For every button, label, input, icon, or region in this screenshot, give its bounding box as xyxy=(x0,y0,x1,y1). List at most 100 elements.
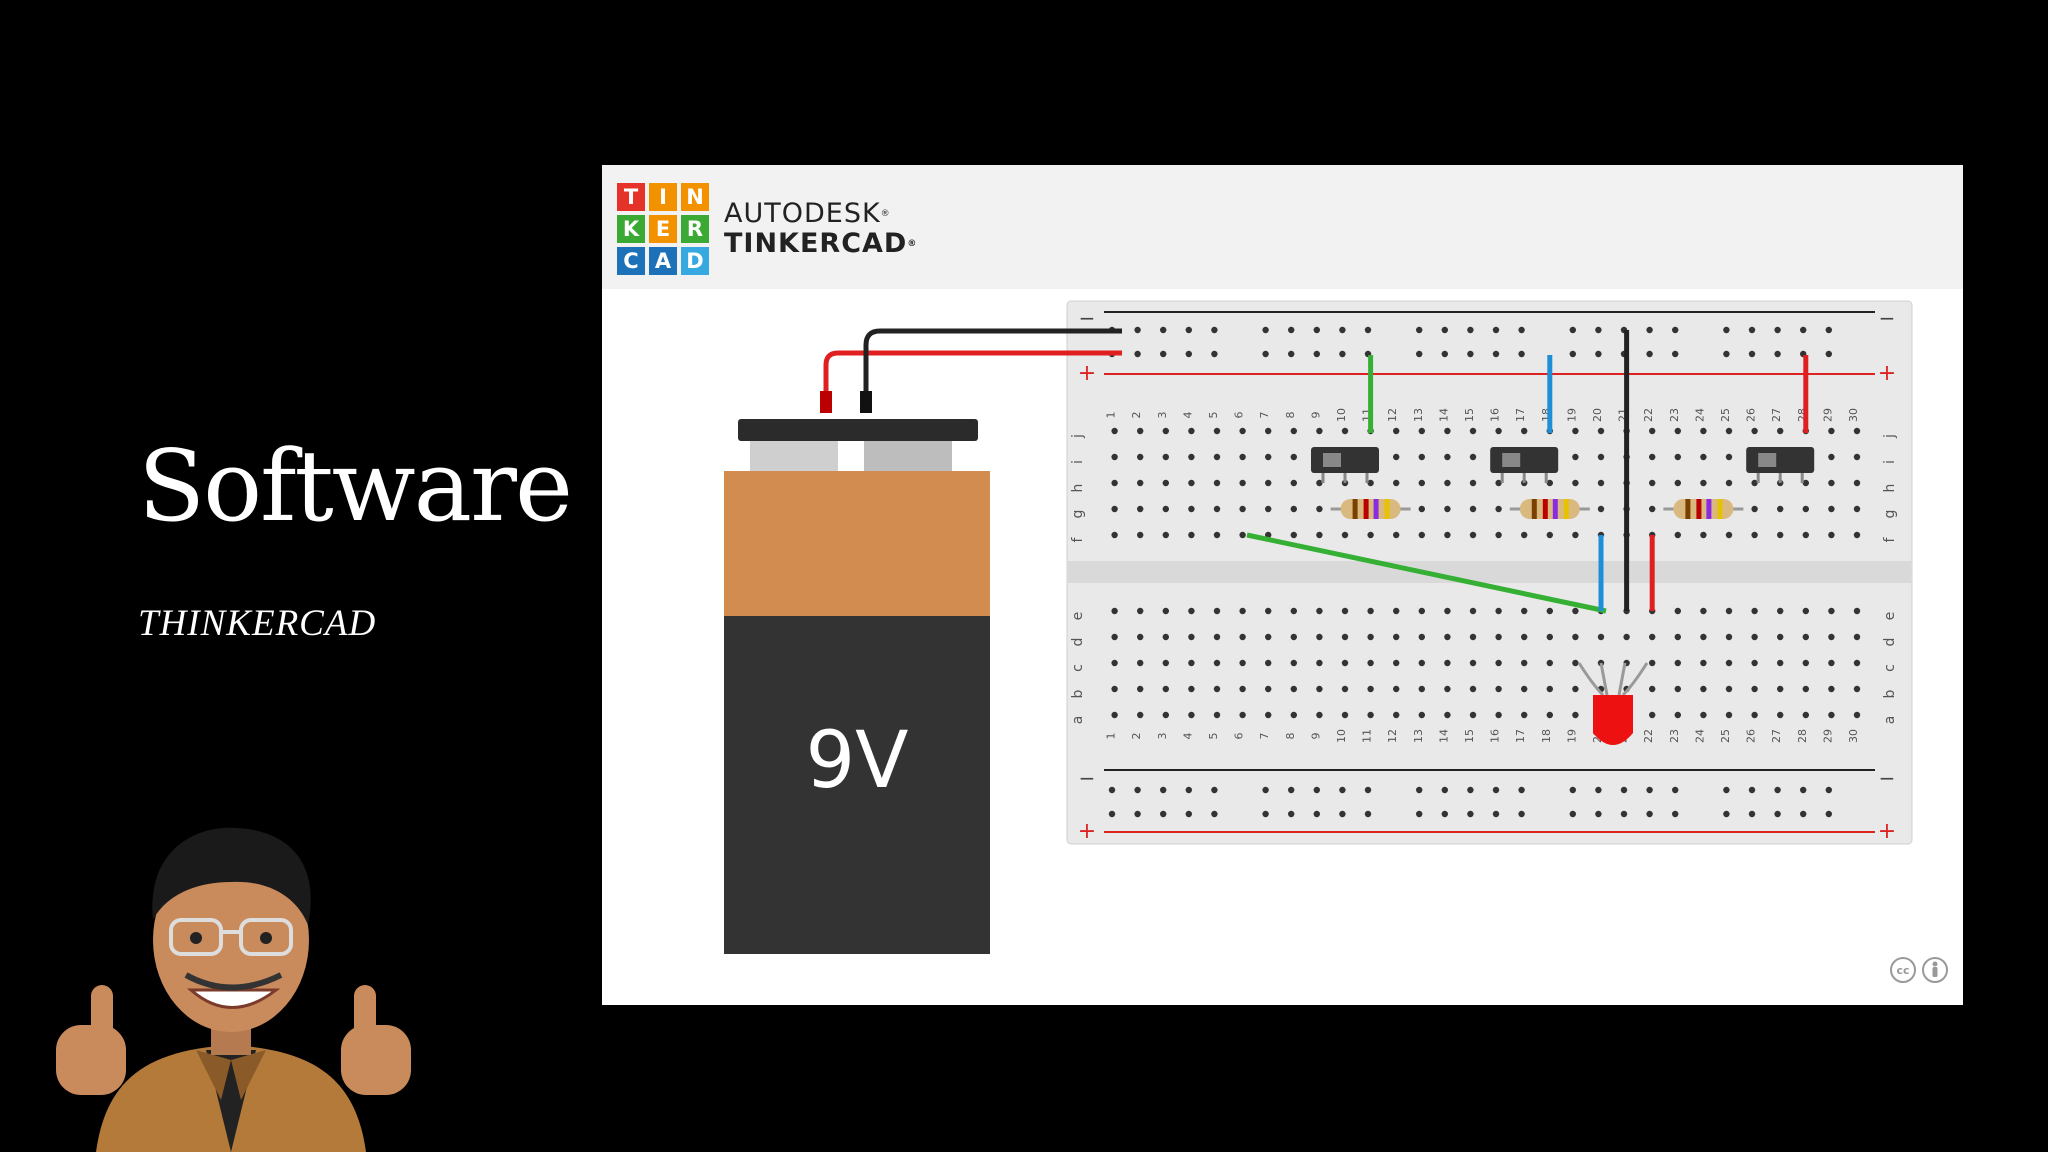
breadboard-hole xyxy=(1751,505,1758,513)
column-number: 5 xyxy=(1207,733,1220,740)
breadboard-hole xyxy=(1469,453,1477,461)
breadboard-hole xyxy=(1188,607,1195,615)
row-label: a xyxy=(1070,716,1086,725)
breadboard-hole xyxy=(1725,453,1733,461)
trademark-mark: ® xyxy=(880,209,891,219)
breadboard-hole xyxy=(1239,531,1246,539)
breadboard-hole xyxy=(1188,659,1195,667)
column-number: 25 xyxy=(1719,408,1732,422)
breadboard-hole xyxy=(1290,479,1297,487)
breadboard-hole xyxy=(1828,607,1835,615)
breadboard-hole xyxy=(1239,453,1246,461)
thumbs-up-right-icon xyxy=(341,985,411,1095)
breadboard-hole xyxy=(1700,453,1707,461)
rail-hole xyxy=(1288,810,1295,818)
column-number: 4 xyxy=(1181,733,1194,740)
breadboard-hole xyxy=(1239,427,1246,435)
rail-hole xyxy=(1339,786,1346,794)
breadboard-hole xyxy=(1725,479,1733,487)
rail-hole xyxy=(1262,786,1269,794)
breadboard-hole xyxy=(1239,711,1246,719)
breadboard-hole xyxy=(1367,685,1374,693)
rail-hole xyxy=(1211,326,1218,334)
breadboard-hole xyxy=(1316,607,1323,615)
logo-tile: T xyxy=(617,183,645,211)
rail-hole xyxy=(1441,350,1448,358)
rail-plus-label: + xyxy=(1878,819,1896,844)
rail-hole xyxy=(1416,810,1423,818)
breadboard-hole xyxy=(1802,685,1810,693)
breadboard-hole xyxy=(1469,607,1477,615)
breadboard-hole xyxy=(1265,607,1272,615)
breadboard-hole xyxy=(1469,531,1477,539)
breadboard-hole xyxy=(1674,427,1682,435)
cc-icon: cc xyxy=(1890,957,1916,983)
rail-hole xyxy=(1492,350,1500,358)
breadboard-hole xyxy=(1802,659,1810,667)
logo-tile: C xyxy=(617,247,645,275)
breadboard-hole xyxy=(1418,607,1425,615)
column-number: 24 xyxy=(1693,729,1706,743)
rail-hole xyxy=(1441,326,1448,334)
row-label: c xyxy=(1070,664,1086,672)
breadboard-hole xyxy=(1290,505,1297,513)
breadboard-hole xyxy=(1828,479,1835,487)
breadboard-hole xyxy=(1111,659,1118,667)
breadboard-hole xyxy=(1444,607,1451,615)
rail-hole xyxy=(1185,810,1192,818)
resistor-band xyxy=(1706,499,1712,519)
slide-switch-knob xyxy=(1502,453,1521,467)
breadboard-hole xyxy=(1521,659,1528,667)
column-number: 23 xyxy=(1668,408,1681,422)
rail-hole xyxy=(1672,810,1679,818)
rail-hole xyxy=(1211,350,1218,358)
breadboard-hole xyxy=(1700,633,1707,641)
rail-hole xyxy=(1748,810,1756,818)
breadboard-hole xyxy=(1469,711,1477,719)
breadboard-hole xyxy=(1725,659,1733,667)
person-icon xyxy=(1922,957,1948,983)
rail-hole xyxy=(1518,810,1525,818)
rail-hole xyxy=(1774,810,1781,818)
breadboard-hole xyxy=(1725,711,1733,719)
breadboard-hole xyxy=(1137,711,1144,719)
battery-label: 9V xyxy=(806,716,909,806)
rail-plus-label: + xyxy=(1078,819,1096,844)
breadboard-hole xyxy=(1316,531,1323,539)
breadboard-hole xyxy=(1213,659,1221,667)
rail-hole xyxy=(1800,786,1807,794)
rail-hole xyxy=(1595,350,1602,358)
breadboard-hole xyxy=(1367,607,1374,615)
breadboard-hole xyxy=(1418,531,1425,539)
rgb-led xyxy=(1593,695,1633,745)
rail-hole xyxy=(1108,810,1116,818)
row-label: b xyxy=(1070,689,1086,698)
rail-hole xyxy=(1774,786,1781,794)
column-number: 27 xyxy=(1770,408,1783,422)
breadboard-hole xyxy=(1853,711,1861,719)
circuit-canvas: 9V−+−+−+−+112233445566778899101011111212… xyxy=(724,300,1913,954)
breadboard-hole xyxy=(1444,531,1451,539)
breadboard-hole xyxy=(1341,607,1349,615)
slide-switch xyxy=(1311,447,1379,473)
breadboard-hole xyxy=(1495,479,1502,487)
breadboard-hole xyxy=(1444,427,1451,435)
column-number: 1 xyxy=(1105,733,1118,740)
rail-hole xyxy=(1723,326,1730,334)
breadboard-hole xyxy=(1162,427,1169,435)
column-number: 30 xyxy=(1847,729,1860,743)
breadboard-hole xyxy=(1521,607,1528,615)
row-label: j xyxy=(1882,434,1898,439)
slide-switch xyxy=(1490,447,1559,473)
rail-hole xyxy=(1800,810,1807,818)
breadboard-hole xyxy=(1469,659,1477,667)
breadboard-hole xyxy=(1777,685,1784,693)
rail-hole xyxy=(1467,326,1474,334)
battery-cap xyxy=(738,419,978,441)
breadboard-hole xyxy=(1265,659,1272,667)
rail-hole xyxy=(1620,810,1628,818)
rail-hole xyxy=(1748,786,1756,794)
breadboard-hole xyxy=(1649,479,1656,487)
column-number: 29 xyxy=(1821,729,1834,743)
